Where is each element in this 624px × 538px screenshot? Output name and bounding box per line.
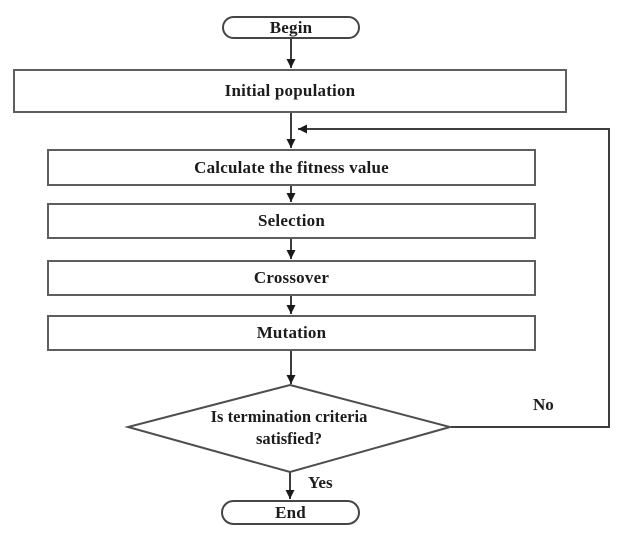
yes-edge-label: Yes [308, 473, 333, 492]
begin-label: Begin [269, 17, 313, 37]
initial-population-label: Initial population [224, 81, 356, 100]
end-label: End [275, 502, 306, 522]
termination-decision-line1: Is termination criteria [210, 407, 368, 426]
initial-population-box: Initial population [13, 69, 567, 113]
termination-decision-label: Is termination criteria satisfied? [169, 402, 409, 454]
edge-no-feedback-loop [298, 124, 610, 428]
calculate-fitness-label: Calculate the fitness value [194, 157, 389, 177]
begin-terminator: Begin [222, 16, 360, 39]
termination-decision-line2: satisfied? [256, 429, 322, 448]
end-terminator: End [221, 500, 360, 525]
selection-box: Selection [47, 203, 536, 239]
calculate-fitness-box: Calculate the fitness value [47, 149, 536, 186]
mutation-box: Mutation [47, 315, 536, 351]
crossover-label: Crossover [253, 268, 330, 287]
decision-diamond [124, 383, 454, 474]
selection-label: Selection [258, 211, 325, 230]
mutation-label: Mutation [256, 323, 327, 342]
crossover-box: Crossover [47, 260, 536, 296]
no-edge-label: No [533, 395, 554, 414]
